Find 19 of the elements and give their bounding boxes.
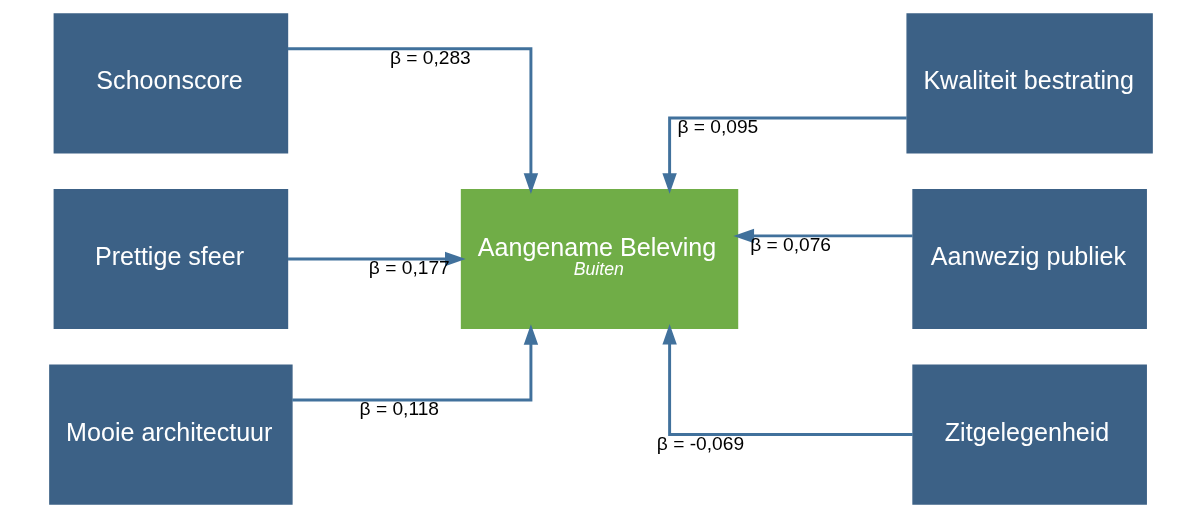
node-box: Aangename Beleving Buiten (460, 188, 738, 330)
node-box: Schoonscore (53, 13, 288, 154)
node-box: Zitgelegenheid (911, 364, 1147, 505)
node-box: Kwaliteit bestrating (905, 13, 1153, 154)
edge-label: β = -0,069 (656, 432, 744, 454)
arrow (661, 116, 907, 194)
arrow (287, 47, 538, 195)
arrow (661, 323, 913, 437)
edge-label: β = 0,095 (676, 116, 758, 138)
edge-label: β = 0,177 (368, 257, 450, 279)
node-box: Mooie architectuur (48, 364, 293, 505)
node-box: Prettige sfeer (53, 188, 288, 330)
edge-label: β = 0,076 (749, 234, 831, 256)
edge-label: β = 0,118 (359, 398, 439, 420)
node-box: Aanwezig publiek (911, 188, 1147, 330)
edge-label: β = 0,283 (389, 47, 471, 69)
arrow (291, 324, 538, 402)
arrow (287, 251, 466, 267)
arrow (732, 228, 913, 244)
